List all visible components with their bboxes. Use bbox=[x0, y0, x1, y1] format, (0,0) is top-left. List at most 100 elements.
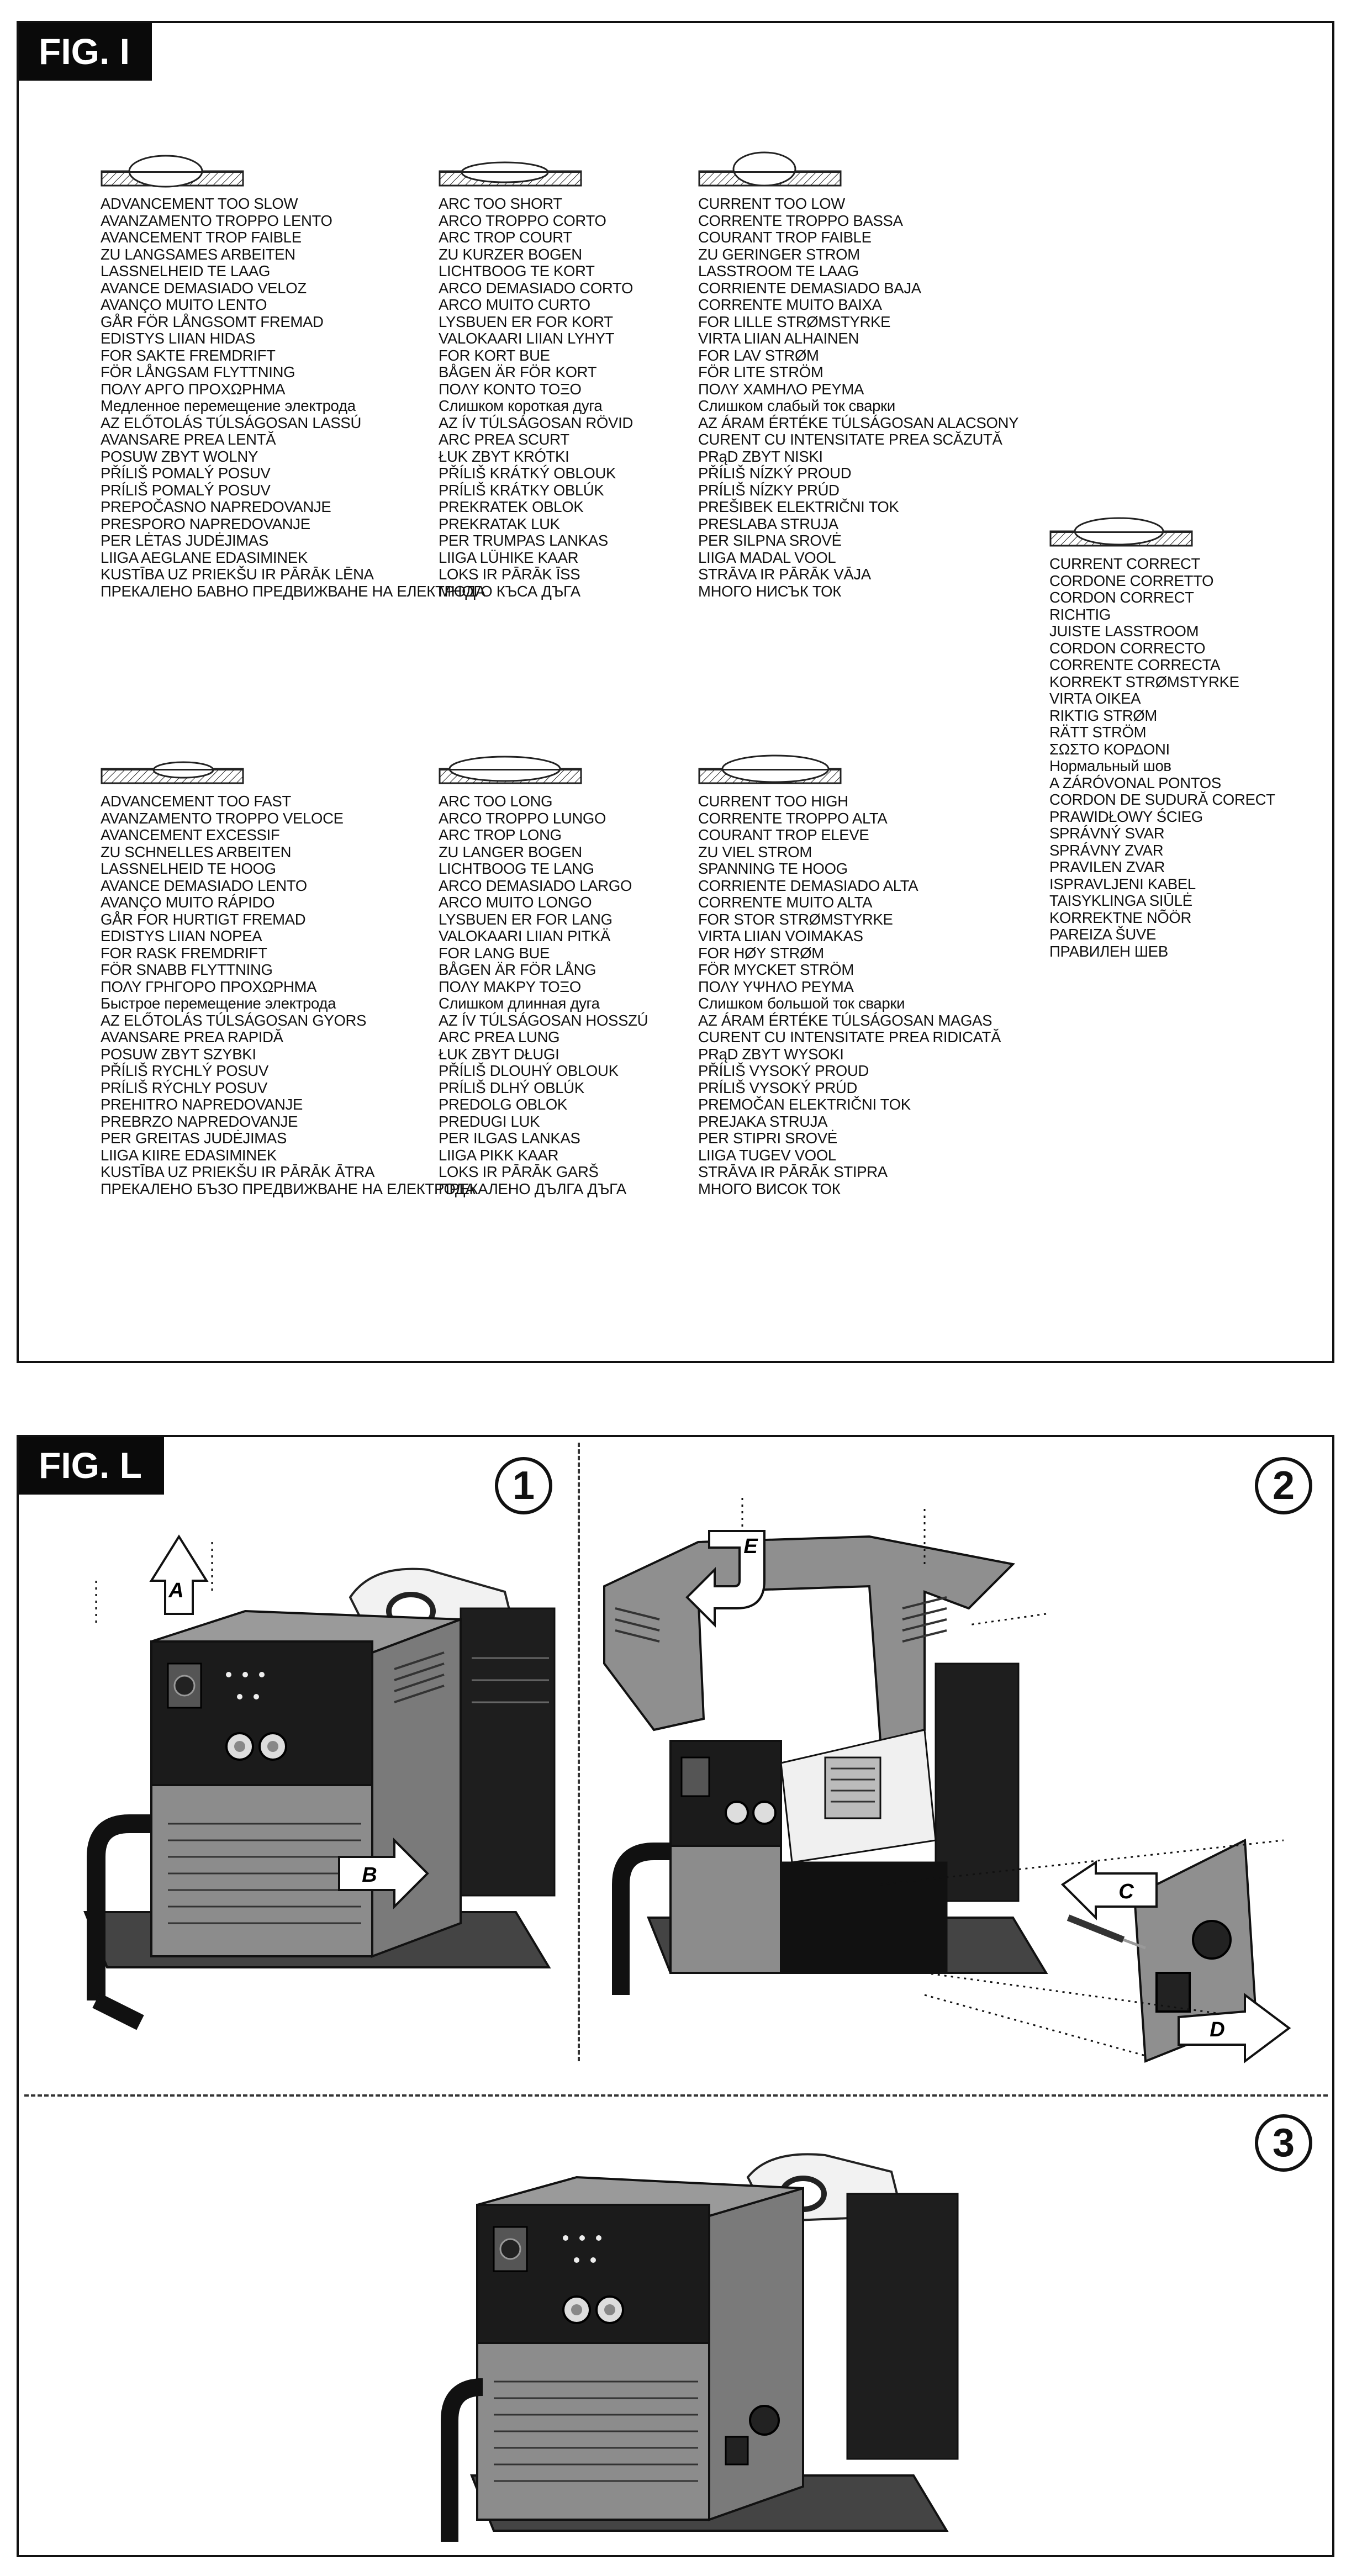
weld-text-line: LIIGA TUGEV VOOL bbox=[698, 1146, 836, 1164]
weld-text-line: CURENT CU INTENSITATE PREA SCĂZUTĂ bbox=[698, 431, 1002, 448]
weld-text-line: FOR SAKTE FREMDRIFT bbox=[101, 346, 276, 364]
weld-text-line: ARCO TROPPO CORTO bbox=[439, 212, 606, 229]
weld-text-line: KUSTĪBA UZ PRIEKŠU IR PĀRĀK ĀTRA bbox=[101, 1163, 375, 1180]
weld-text-line: GÅR FÖR LÅNGSOMT FREMAD bbox=[101, 313, 324, 330]
callout-arrow-c: C bbox=[1060, 1860, 1158, 1920]
weld-text-line: PRÍLIŠ NÍZKY PRÚD bbox=[698, 481, 840, 499]
weld-text-line: VIRTA OIKEA bbox=[1049, 690, 1141, 707]
step-2-disassembly-illustration: E C D bbox=[603, 1498, 1291, 2063]
weld-text-line: AVANSARE PREA LENTĂ bbox=[101, 431, 276, 448]
weld-text-line: KORREKTNE NÕÖR bbox=[1049, 909, 1192, 926]
weld-text-line: PRÍLIŠ VYSOKÝ PRÚD bbox=[698, 1079, 858, 1096]
callout-arrow-e: E bbox=[685, 1530, 766, 1628]
weld-text-line: AVANCEMENT EXCESSIF bbox=[101, 826, 280, 843]
weld-text-line: PER TRUMPAS LANKAS bbox=[439, 532, 608, 549]
weld-text-line: ПРАВИЛЕН ШЕВ bbox=[1049, 942, 1168, 960]
weld-text-line: CURRENT TOO HIGH bbox=[698, 793, 848, 810]
vertical-dashed-divider bbox=[578, 1443, 580, 2061]
weld-text-line: LIIGA PIKK KAAR bbox=[439, 1146, 559, 1164]
svg-text:E: E bbox=[743, 1535, 758, 1558]
weld-text-line: CORRENTE MUITO ALTA bbox=[698, 894, 873, 911]
svg-text:A: A bbox=[168, 1579, 183, 1602]
weld-text-line: SPRÁVNY ZVAR bbox=[1049, 841, 1164, 859]
weld-text-line: PREKRATEK OBLOK bbox=[439, 498, 584, 515]
weld-text-line: ΠΟΛΥ ΚΟΝΤΟ ΤΟΞΟ bbox=[439, 380, 582, 398]
weld-text-line: LOKS IR PĀRĀK GARŠ bbox=[439, 1163, 599, 1180]
weld-text-line: LIIGA MADAL VOOL bbox=[698, 548, 836, 566]
weld-text-line: Слишком слабый ток сварки bbox=[698, 397, 895, 414]
horizontal-dashed-divider bbox=[24, 2094, 1328, 2097]
weld-bead-icon bbox=[439, 756, 582, 784]
weld-text-line: CURRENT TOO LOW bbox=[698, 195, 845, 212]
weld-text-line: ARC TROP LONG bbox=[439, 826, 562, 843]
weld-text-line: PER SILPNA SROVĖ bbox=[698, 532, 842, 549]
weld-text-line: LOKS IR PĀRĀK ĪSS bbox=[439, 566, 580, 583]
weld-bead-icon bbox=[439, 161, 582, 187]
weld-text-line: ARCO TROPPO LUNGO bbox=[439, 809, 606, 827]
weld-text-line: Слишком короткая дуга bbox=[439, 397, 603, 414]
weld-text-line: PREŠIBEK ELEKTRIČNI TOK bbox=[698, 498, 899, 515]
weld-text-line: ARC PREA LUNG bbox=[439, 1028, 560, 1046]
weld-text-line: PRAVILEN ZVAR bbox=[1049, 858, 1165, 875]
weld-text-line: PAREIZA ŠUVE bbox=[1049, 926, 1157, 943]
weld-text-line: PRESPORO NAPREDOVANJE bbox=[101, 515, 310, 532]
weld-text-line: CURRENT CORRECT bbox=[1049, 555, 1201, 572]
weld-bead-icon bbox=[698, 754, 842, 784]
weld-text-line: AVANÇO MUITO LENTO bbox=[101, 296, 267, 313]
weld-text-line: CORDONE CORRETTO bbox=[1049, 572, 1214, 589]
weld-text-line: ADVANCEMENT TOO FAST bbox=[101, 793, 291, 810]
weld-text-line: ARCO DEMASIADO LARGO bbox=[439, 877, 632, 894]
weld-text-line: CORRENTE MUITO BAIXA bbox=[698, 296, 882, 313]
weld-text-line: COURANT TROP FAIBLE bbox=[698, 229, 872, 246]
weld-text-line: ΠΟΛΥ ΑΡΓΟ ΠΡΟΧΩΡΗΜΑ bbox=[101, 380, 286, 398]
weld-text-line: RICHTIG bbox=[1049, 605, 1111, 623]
weld-text-line: ADVANCEMENT TOO SLOW bbox=[101, 195, 298, 212]
weld-text-line: PRÍLIŠ POMALÝ POSUV bbox=[101, 481, 271, 499]
svg-text:B: B bbox=[362, 1864, 377, 1887]
weld-text-line: AVANZAMENTO TROPPO LENTO bbox=[101, 212, 332, 229]
weld-text-line: VALOKAARI LIIAN PITKÄ bbox=[439, 927, 611, 944]
weld-text-line: CORRENTE TROPPO BASSA bbox=[698, 212, 903, 229]
weld-text-line: PREMOČAN ELEKTRIČNI TOK bbox=[698, 1096, 911, 1113]
weld-text-line: AZ ELŐTOLÁS TÚLSÁGOSAN LASSÚ bbox=[101, 414, 362, 431]
weld-text-line: STRĀVA IR PĀRĀK VĀJA bbox=[698, 566, 871, 583]
weld-text-line: PREJAKA STRUJA bbox=[698, 1112, 828, 1130]
weld-text-line: LASSTROOM TE LAAG bbox=[698, 262, 859, 279]
weld-text-line: GÅR FOR HURTIGT FREMAD bbox=[101, 910, 306, 928]
weld-text-line: LASSNELHEID TE LAAG bbox=[101, 262, 271, 279]
weld-text-line: CORRENTE TROPPO ALTA bbox=[698, 809, 888, 827]
weld-text-line: AVANCEMENT TROP FAIBLE bbox=[101, 229, 302, 246]
figure-l-panel: FIG. L 1 2 3 bbox=[17, 1435, 1334, 2557]
figure-l-label: FIG. L bbox=[19, 1437, 164, 1495]
weld-text-line: ŁUK ZBYT DŁUGI bbox=[439, 1045, 559, 1063]
weld-text-line: ΠΟΛΥ ΧΑΜΗΛΟ ΡΕΥΜΑ bbox=[698, 380, 864, 398]
weld-text-line: PRÍLIŠ RÝCHLY POSUV bbox=[101, 1079, 267, 1096]
weld-text-line: ARCO MUITO LONGO bbox=[439, 894, 592, 911]
weld-text-line: SPRÁVNÝ SVAR bbox=[1049, 825, 1165, 842]
weld-text-line: LIIGA LÜHIKE KAAR bbox=[439, 548, 579, 566]
weld-text-line: KUSTĪBA UZ PRIEKŠU IR PĀRĀK LĒNA bbox=[101, 566, 374, 583]
weld-text-line: PŘÍLIŠ NÍZKÝ PROUD bbox=[698, 464, 852, 482]
weld-text-line: Слишком большой ток сварки bbox=[698, 995, 905, 1012]
weld-text-line: PŘÍLIŠ RYCHLÝ POSUV bbox=[101, 1062, 269, 1079]
weld-text-line: ARC PREA SCURT bbox=[439, 431, 569, 448]
weld-text-line: AVANCE DEMASIADO VELOZ bbox=[101, 279, 307, 297]
weld-text-line: МНОГО ВИСОК ТОК bbox=[698, 1180, 841, 1197]
weld-text-line: PRÍLIŠ DLHÝ OBLÚK bbox=[439, 1079, 584, 1096]
weld-text-line: МНОГО КЪСА ДЪГА bbox=[439, 582, 580, 600]
weld-text-line: LYSBUEN ER FOR LANG bbox=[439, 910, 613, 928]
weld-text-line: PRąD ZBYT NISKI bbox=[698, 447, 823, 465]
callout-arrow-d: D bbox=[1178, 1993, 1291, 2063]
weld-text-line: PREBRZO NAPREDOVANJE bbox=[101, 1112, 298, 1130]
weld-text-line: BÅGEN ÄR FÖR LÅNG bbox=[439, 961, 596, 978]
weld-text-line: VIRTA LIIAN VOIMAKAS bbox=[698, 927, 863, 944]
weld-text-line: PRESLABA STRUJA bbox=[698, 515, 838, 532]
weld-text-line: PER LĖTAS JUDĖJIMAS bbox=[101, 532, 268, 549]
